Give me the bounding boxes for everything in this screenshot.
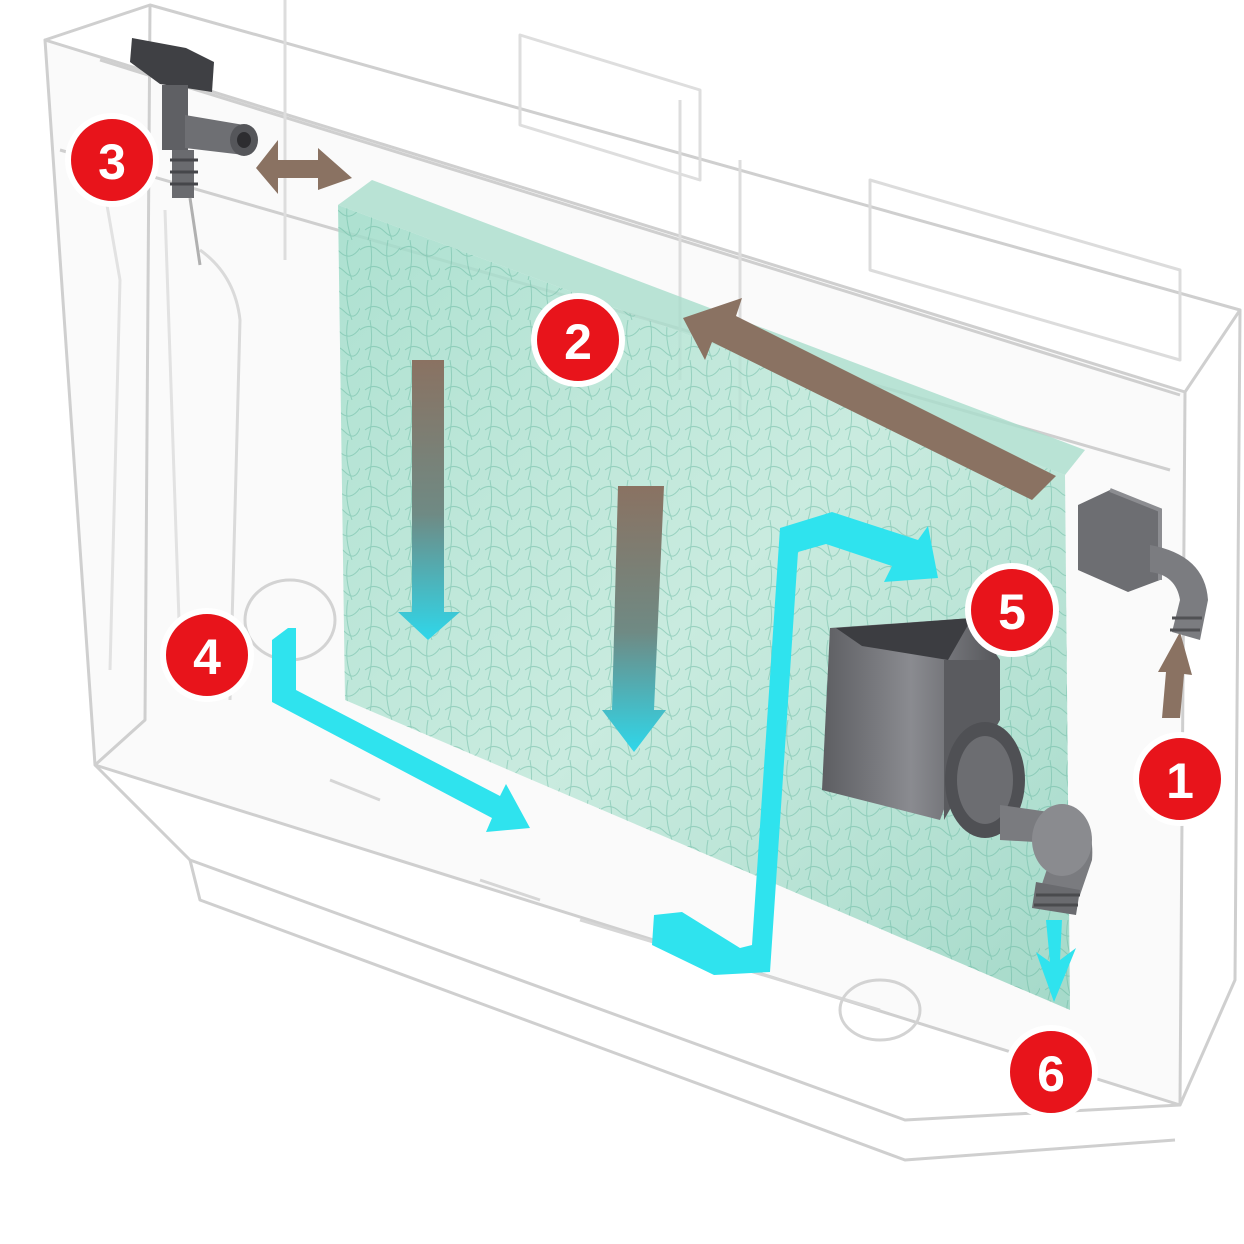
clean-water-arrows — [272, 512, 1076, 1002]
marker-4-label: 4 — [193, 629, 221, 685]
arrow-up-channel — [652, 512, 938, 975]
marker-4: 4 — [160, 608, 254, 702]
arrow-bottom-right-flow — [272, 628, 530, 832]
marker-3-label: 3 — [98, 134, 126, 190]
marker-1: 1 — [1133, 732, 1227, 826]
marker-5-label: 5 — [998, 584, 1026, 640]
arrow-outlet-down — [1036, 920, 1076, 1002]
inlet-elbow-fitting-icon — [1078, 488, 1208, 640]
marker-2-label: 2 — [564, 314, 592, 370]
arrow-into-drain-valve — [256, 140, 352, 194]
arrow-down-left — [398, 360, 460, 640]
valve-fitting-icon — [130, 38, 258, 266]
marker-5: 5 — [965, 563, 1059, 657]
arrow-across-top — [683, 298, 1056, 500]
arrow-inlet-up — [1158, 632, 1192, 718]
marker-6-label: 6 — [1037, 1046, 1065, 1102]
outlet-elbow-fitting-icon — [1000, 804, 1093, 915]
marker-3: 3 — [65, 113, 159, 207]
dirty-water-arrows — [256, 140, 1192, 752]
marker-6: 6 — [1004, 1025, 1098, 1119]
marker-1-label: 1 — [1166, 753, 1194, 809]
arrow-down-right — [602, 486, 666, 752]
marker-2: 2 — [531, 293, 625, 387]
